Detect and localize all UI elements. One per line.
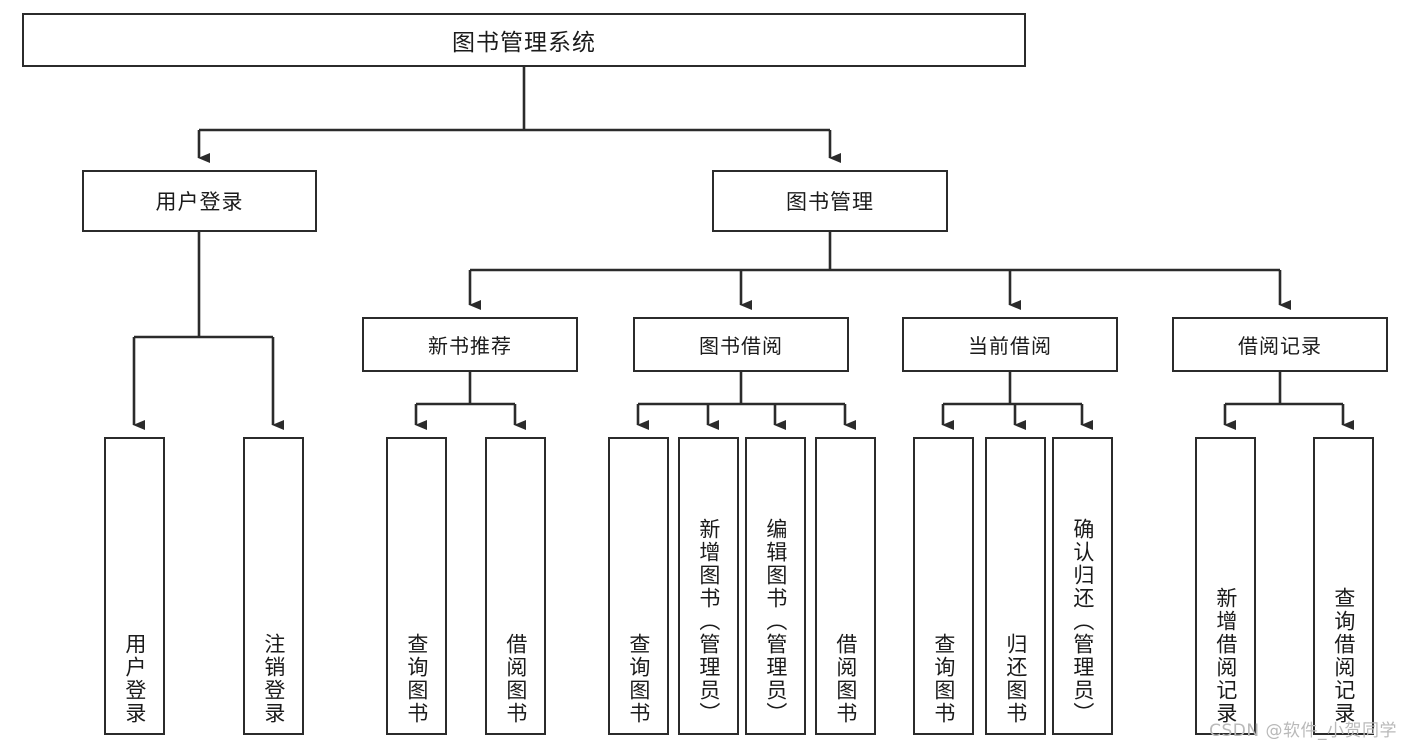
node-book-borrow[interactable]: 图书借阅 <box>633 317 849 372</box>
leaf-label: 编辑图书（管理员） <box>763 518 788 725</box>
node-root-label: 图书管理系统 <box>452 30 596 56</box>
leaf-edit-book-admin[interactable]: 编辑图书（管理员） <box>745 437 806 735</box>
leaf-borrow-book[interactable]: 借阅图书 <box>815 437 876 735</box>
node-current-borrow[interactable]: 当前借阅 <box>902 317 1118 372</box>
node-borrow-records[interactable]: 借阅记录 <box>1172 317 1388 372</box>
leaf-label: 新增图书（管理员） <box>696 518 721 725</box>
leaf-logout[interactable]: 注销登录 <box>243 437 304 735</box>
leaf-label: 查询图书 <box>626 633 651 725</box>
leaf-label: 查询图书 <box>931 633 956 725</box>
node-new-book-recommend[interactable]: 新书推荐 <box>362 317 578 372</box>
leaf-user-login[interactable]: 用户登录 <box>104 437 165 735</box>
node-label: 当前借阅 <box>968 334 1052 358</box>
leaf-borrow-book-recommend[interactable]: 借阅图书 <box>485 437 546 735</box>
leaf-label: 用户登录 <box>122 633 147 725</box>
leaf-label: 借阅图书 <box>503 633 528 725</box>
leaf-label: 新增借阅记录 <box>1213 587 1238 725</box>
node-label: 图书借阅 <box>699 334 783 358</box>
leaf-add-book-admin[interactable]: 新增图书（管理员） <box>678 437 739 735</box>
node-book-management[interactable]: 图书管理 <box>712 170 948 232</box>
leaf-return-book[interactable]: 归还图书 <box>985 437 1046 735</box>
watermark: CSDN @软件_小贺同学 <box>1209 721 1397 741</box>
node-user-login[interactable]: 用户登录 <box>82 170 317 232</box>
leaf-query-book-recommend[interactable]: 查询图书 <box>386 437 447 735</box>
leaf-confirm-return-admin[interactable]: 确认归还（管理员） <box>1052 437 1113 735</box>
node-label: 图书管理 <box>786 190 874 214</box>
leaf-query-borrow-record[interactable]: 查询借阅记录 <box>1313 437 1374 735</box>
leaf-label: 查询图书 <box>404 633 429 725</box>
leaf-query-book-current[interactable]: 查询图书 <box>913 437 974 735</box>
leaf-label: 注销登录 <box>261 633 286 725</box>
leaf-label: 借阅图书 <box>833 633 858 725</box>
node-root[interactable]: 图书管理系统 <box>22 13 1026 67</box>
leaf-label: 查询借阅记录 <box>1331 587 1356 725</box>
leaf-add-borrow-record[interactable]: 新增借阅记录 <box>1195 437 1256 735</box>
node-label: 用户登录 <box>155 190 244 214</box>
leaf-label: 归还图书 <box>1003 633 1028 725</box>
node-label: 新书推荐 <box>428 334 512 358</box>
leaf-query-book-borrow[interactable]: 查询图书 <box>608 437 669 735</box>
leaf-label: 确认归还（管理员） <box>1070 518 1095 725</box>
node-label: 借阅记录 <box>1238 334 1322 358</box>
